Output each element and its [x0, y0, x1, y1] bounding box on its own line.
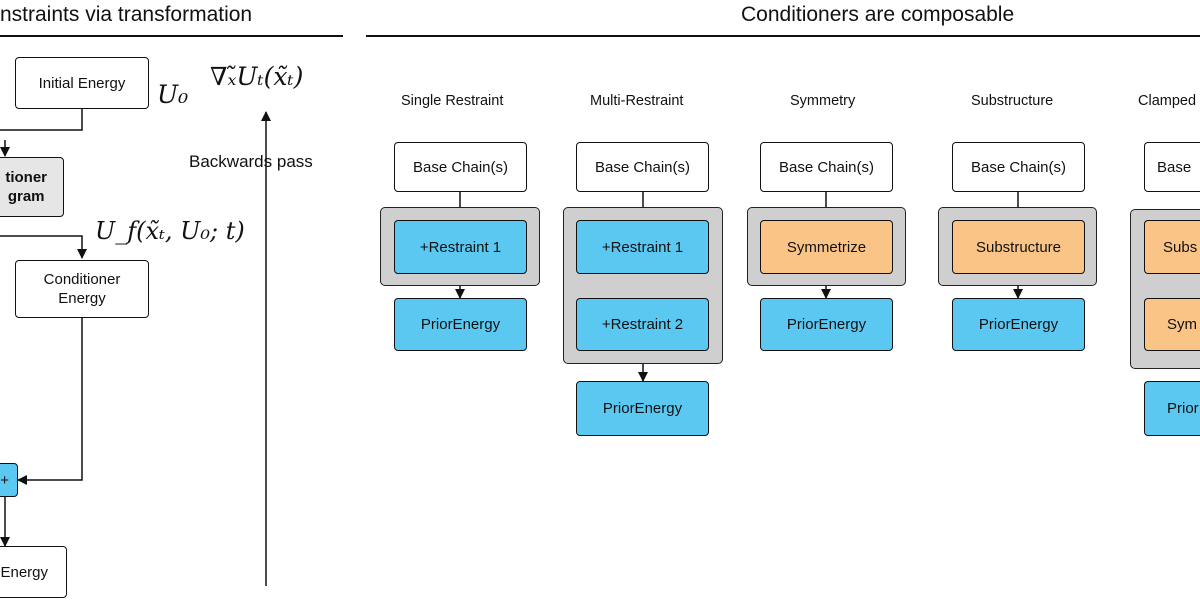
col3-base-chain-box: Base Chain(s) — [760, 142, 893, 192]
col3-prior-energy-box: PriorEnergy — [760, 298, 893, 351]
left-panel-heading: nstraints via transformation — [0, 3, 253, 26]
backwards-pass-label: Backwards pass — [189, 152, 313, 171]
col5-symmetrize-box: Sym — [1144, 298, 1200, 351]
col5-symmetrize-label: Sym — [1167, 316, 1197, 333]
final-energy-box: Energy — [0, 546, 67, 598]
initial-energy-label: Initial Energy — [38, 74, 126, 92]
sum-node-box: + — [0, 463, 18, 497]
col2-base-chain-label: Base Chain(s) — [594, 158, 691, 176]
col3-title: Symmetry — [790, 93, 856, 109]
conditioner-energy-line2: Energy — [58, 290, 106, 307]
col4-title: Substructure — [971, 93, 1054, 109]
col4-prior-energy-box: PriorEnergy — [952, 298, 1085, 351]
conditioner-energy-line1: Conditioner — [43, 271, 121, 288]
col4-substructure-box: Substructure — [952, 220, 1085, 274]
initial-energy-box: Initial Energy — [15, 57, 149, 109]
col2-restraint1-box: +Restraint 1 — [576, 220, 709, 274]
col3-base-chain-label: Base Chain(s) — [778, 158, 875, 176]
arrow-program-to-conditioner-energy — [0, 235, 87, 259]
col5-substructure-label: Subs — [1163, 238, 1198, 256]
conditioner-program-line1: tioner — [5, 169, 47, 186]
conditioner-program-line2: gram — [7, 188, 45, 205]
col1-title: Single Restraint — [401, 93, 504, 109]
col2-base-chain-box: Base Chain(s) — [576, 142, 709, 192]
col1-restraint1-label: +Restraint 1 — [419, 238, 502, 256]
col4-base-chain-label: Base Chain(s) — [970, 158, 1067, 176]
final-energy-label: Energy — [0, 563, 48, 581]
col5-title: Clamped — [1138, 93, 1197, 109]
col2-prior-energy-box: PriorEnergy — [576, 381, 709, 436]
col2-restraint1-label: +Restraint 1 — [601, 238, 684, 256]
gradient-expression: ∇ₓ̃Uₜ(x̃ₜ) — [210, 62, 304, 91]
right-heading-rule — [366, 35, 1200, 37]
arrow-initial-to-program — [0, 109, 83, 131]
col1-prior-energy-box: PriorEnergy — [394, 298, 527, 351]
col4-base-chain-box: Base Chain(s) — [952, 142, 1085, 192]
u0-symbol: U₀ — [157, 80, 189, 109]
sum-node-label: + — [0, 471, 9, 489]
col2-title: Multi-Restraint — [590, 93, 684, 109]
col2-prior-energy-label: PriorEnergy — [602, 400, 683, 417]
col3-symmetrize-label: Symmetrize — [786, 238, 867, 256]
col1-base-chain-box: Base Chain(s) — [394, 142, 527, 192]
col4-substructure-label: Substructure — [975, 238, 1062, 256]
col2-restraint2-box: +Restraint 2 — [576, 298, 709, 351]
col5-base-chain-label: Base — [1157, 158, 1192, 176]
col1-prior-energy-label: PriorEnergy — [420, 316, 501, 333]
col3-symmetrize-box: Symmetrize — [760, 220, 893, 274]
arrow-conditioner-energy-to-sum — [17, 318, 83, 485]
conditioner-program-box: tioner gram — [0, 157, 64, 217]
right-panel-heading: Conditioners are composable — [741, 3, 1015, 26]
col5-base-chain-box: Base — [1144, 142, 1200, 192]
col1-base-chain-label: Base Chain(s) — [412, 158, 509, 176]
col1-restraint1-box: +Restraint 1 — [394, 220, 527, 274]
col5-prior-energy-box: Prior — [1144, 381, 1200, 436]
uf-expression: U_f(x̃ₜ, U₀; t) — [95, 217, 245, 245]
col2-restraint2-label: +Restraint 2 — [601, 316, 684, 333]
col4-prior-energy-label: PriorEnergy — [978, 316, 1059, 333]
col3-prior-energy-label: PriorEnergy — [786, 316, 867, 333]
col5-prior-energy-label: Prior — [1167, 400, 1199, 417]
col5-substructure-box: Subs — [1144, 220, 1200, 274]
left-heading-rule — [0, 35, 343, 37]
